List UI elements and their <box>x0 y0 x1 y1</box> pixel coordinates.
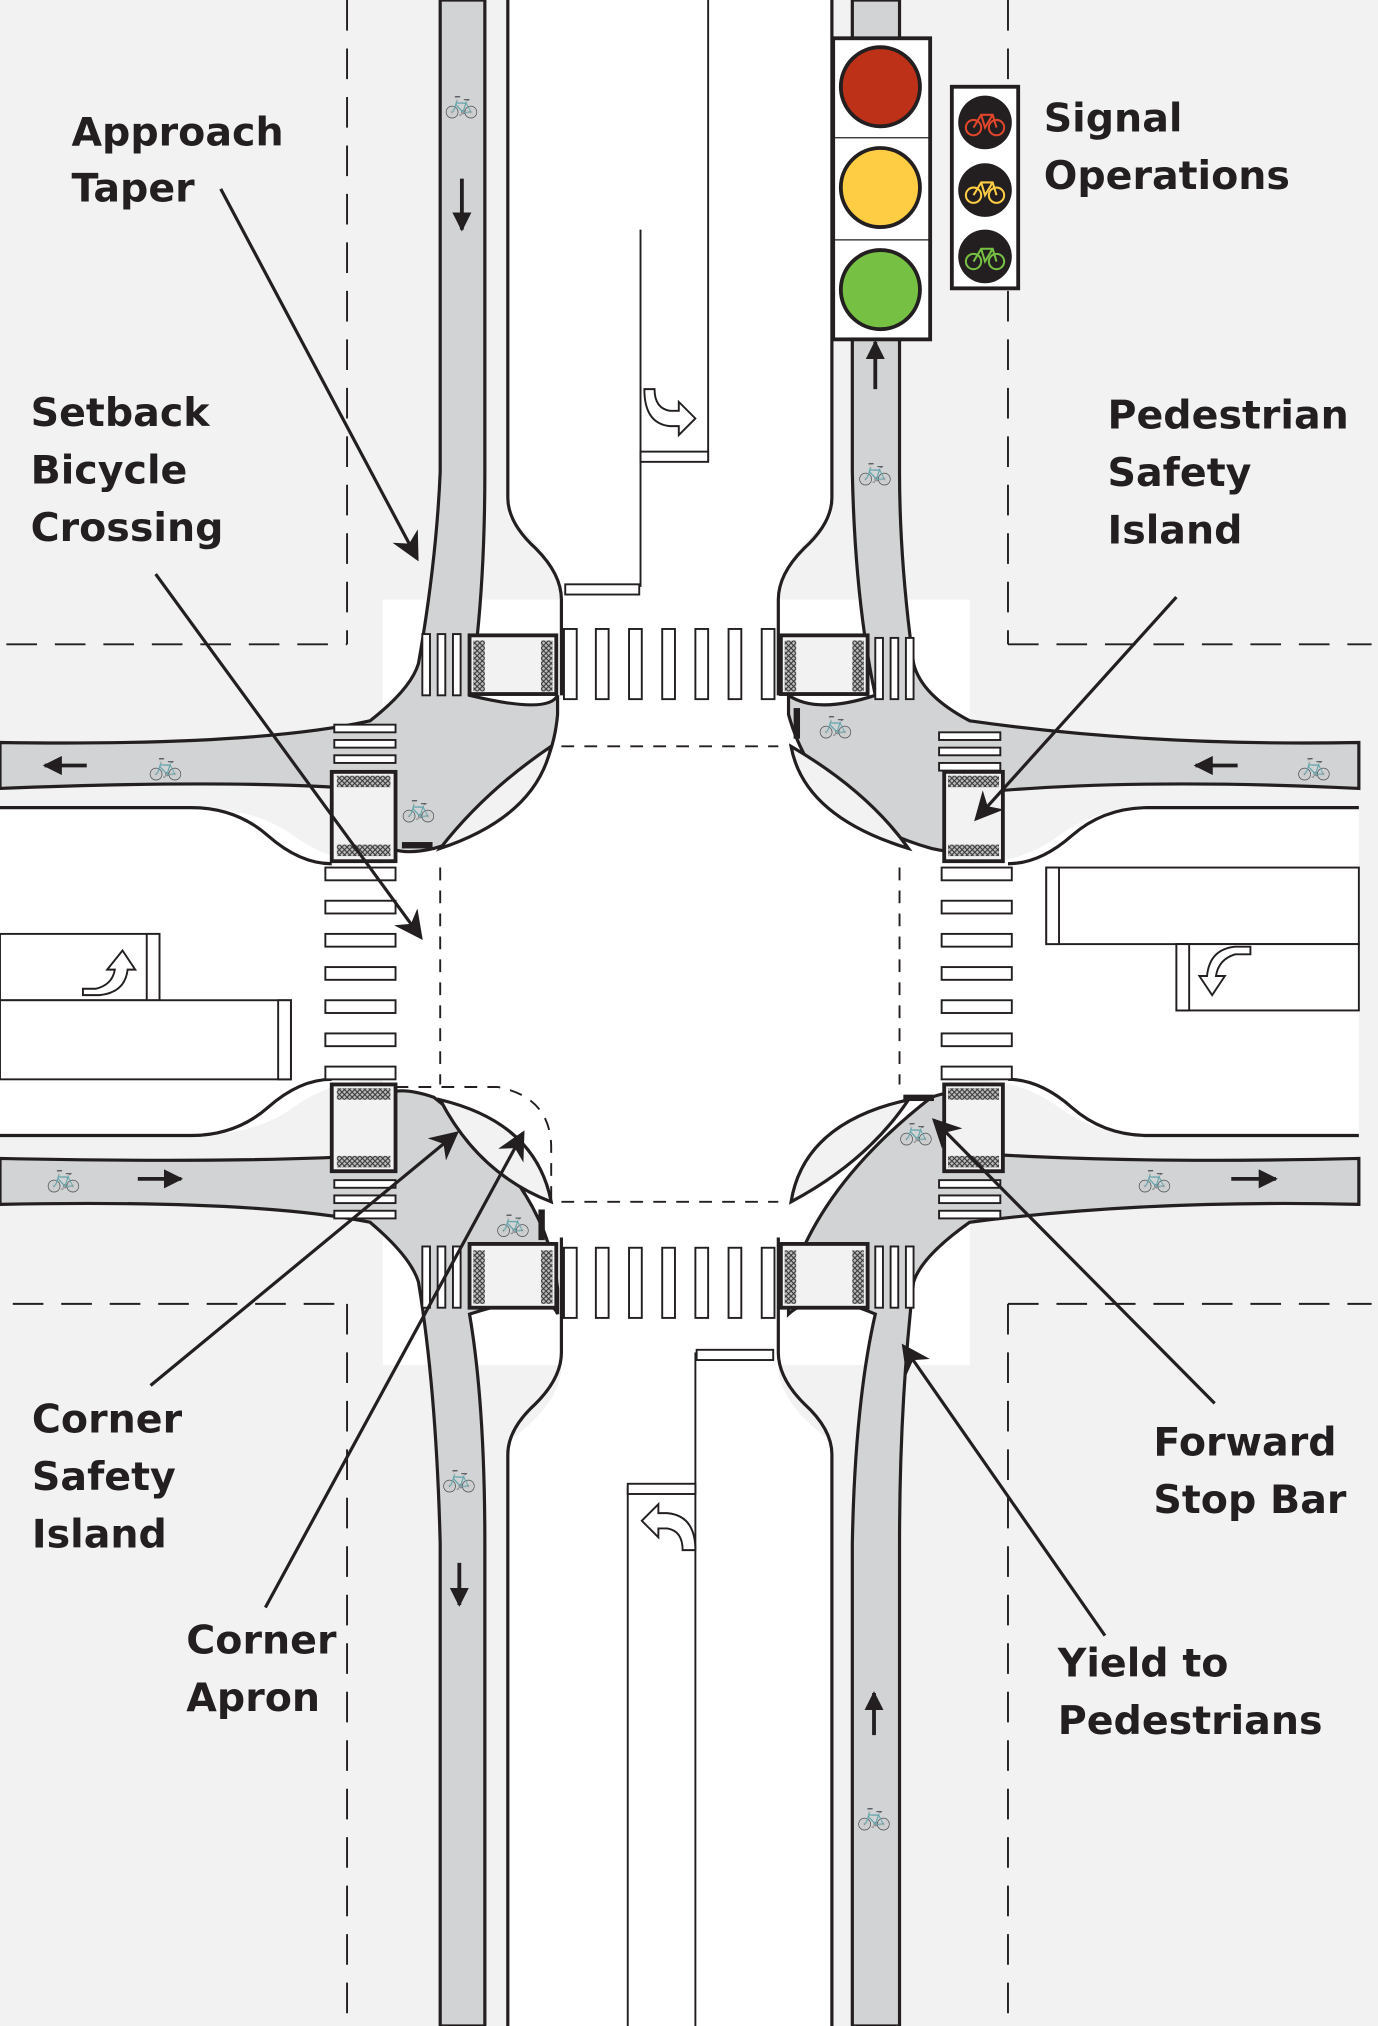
vehicle-signal <box>831 36 933 342</box>
leader-corner-safety-island <box>149 1131 459 1387</box>
forward-stop-bars <box>401 708 934 1241</box>
yellow-lamp <box>838 146 922 230</box>
leader-ped-island <box>974 596 1178 822</box>
bike-symbol-icon: 🚲 <box>401 791 436 824</box>
green-lamp <box>838 248 922 332</box>
bike-red-icon <box>964 113 1006 137</box>
corner-safety-islands <box>435 742 913 1205</box>
leader-corner-apron <box>263 1130 525 1609</box>
bike-green-lamp <box>958 229 1012 284</box>
bike-symbol-icon: 🚲 <box>1297 748 1332 781</box>
right-turn-arrow <box>643 388 697 438</box>
bike-symbol-icon: 🚲 <box>858 454 893 487</box>
bike-symbol-icon: 🚲 <box>899 1113 934 1146</box>
bike-green-icon <box>964 247 1006 271</box>
bike-symbol-icon: 🚲 <box>495 1205 530 1238</box>
bike-symbol-icon: 🚲 <box>148 748 183 781</box>
bike-direction-arrows <box>42 178 1278 1736</box>
turn-arrows <box>81 388 1252 1552</box>
bike-red-lamp <box>958 95 1012 150</box>
leader-yield-peds <box>901 1343 1107 1637</box>
callout-leaders <box>149 188 1216 1637</box>
leader-setback-crossing <box>154 573 423 941</box>
left-turn-arrow-west <box>81 948 138 997</box>
bike-crossing-lines <box>395 745 901 1203</box>
pedestrian-safety-islands <box>329 633 1005 1310</box>
bike-signal <box>949 84 1021 291</box>
crosswalks <box>324 628 1013 1319</box>
bike-symbol-icon: 🚲 <box>442 1460 477 1493</box>
bike-symbol-icon: 🚲 <box>1137 1161 1172 1194</box>
bike-symbols: 🚲 🚲 🚲 🚲 🚲 🚲 🚲 🚲 🚲 🚲 🚲 🚲 <box>46 86 1331 1831</box>
leader-forward-stop-bar <box>931 1118 1216 1405</box>
bike-symbol-icon: 🚲 <box>444 86 479 119</box>
red-lamp <box>838 45 922 129</box>
bike-yellow-icon <box>964 181 1006 204</box>
bike-symbol-icon: 🚲 <box>857 1798 892 1831</box>
bike-symbol-icon: 🚲 <box>818 706 853 739</box>
left-turn-arrow <box>640 1501 697 1552</box>
left-turn-arrow-east <box>1197 945 1252 997</box>
bike-symbol-icon: 🚲 <box>46 1161 81 1194</box>
leader-approach-taper <box>219 188 419 562</box>
bike-yellow-lamp <box>958 163 1012 217</box>
